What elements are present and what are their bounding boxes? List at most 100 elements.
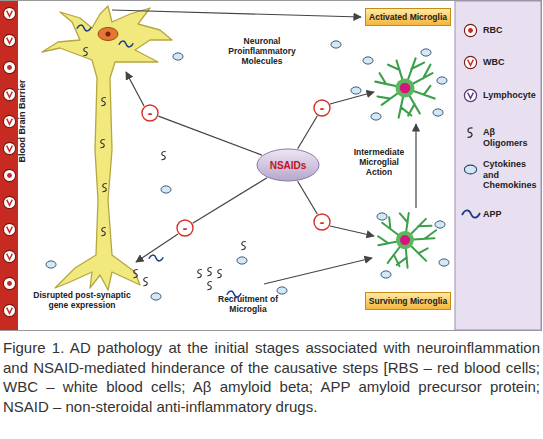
legend-text: APP bbox=[483, 209, 539, 220]
inhibition-circle: - bbox=[313, 213, 331, 231]
app-protein bbox=[77, 25, 91, 31]
connector bbox=[298, 116, 318, 149]
cytokine bbox=[331, 41, 341, 48]
legend-icons bbox=[462, 24, 480, 217]
vessel-wall bbox=[0, 1, 18, 330]
blood-vessel bbox=[0, 1, 18, 330]
neuron-body bbox=[42, 6, 172, 290]
figure-caption: Figure 1. AD pathology at the initial st… bbox=[3, 338, 540, 416]
wbc-cell bbox=[3, 7, 15, 19]
rbc-cell bbox=[3, 277, 15, 289]
ellipse-shape bbox=[257, 149, 319, 181]
neuron-nucleus bbox=[98, 28, 118, 41]
arrows bbox=[112, 10, 416, 284]
cytokines bbox=[46, 41, 449, 300]
node-text: - bbox=[183, 221, 188, 235]
wbc-cell bbox=[3, 304, 15, 316]
effect-label: Disrupted post-synaptic gene expression bbox=[32, 290, 132, 310]
cytokine bbox=[161, 186, 171, 193]
cytokine bbox=[377, 213, 387, 220]
wbc-cell bbox=[3, 142, 15, 154]
ab-oligomer bbox=[101, 98, 105, 106]
legend-ab-icon bbox=[468, 128, 473, 137]
ab-oligomer bbox=[133, 270, 137, 278]
status-box: Surviving Microglia bbox=[365, 292, 451, 310]
ab-oligomer bbox=[101, 228, 105, 236]
ab-oligomer bbox=[143, 278, 147, 286]
neuron bbox=[42, 6, 172, 290]
action-label: Intermediate Microglial Action bbox=[350, 147, 408, 177]
cytokine bbox=[46, 261, 56, 268]
ab-oligomer bbox=[207, 282, 211, 290]
legend-panel bbox=[455, 1, 541, 330]
molecule-label: Neuronal Proinflammatory Molecules bbox=[212, 36, 312, 66]
legend-text: WBC bbox=[483, 57, 539, 68]
ab-oligomer bbox=[241, 242, 245, 250]
ab-oligomer bbox=[197, 270, 201, 278]
barrier-label: Blood Brain Barrier bbox=[17, 66, 27, 176]
status-box: Activated Microglia bbox=[365, 8, 451, 26]
inhibition-arrow bbox=[136, 234, 178, 262]
cytokine bbox=[439, 259, 449, 266]
node-text: - bbox=[148, 106, 153, 120]
cytokine bbox=[371, 113, 381, 120]
inhibition-arrow bbox=[126, 72, 144, 106]
drug-ellipse: NSAIDs bbox=[256, 148, 320, 182]
ab-oligomer bbox=[207, 268, 211, 276]
surviving-microglia-cell bbox=[368, 203, 442, 277]
node-text: Surviving Microglia bbox=[369, 296, 447, 306]
process-label: Recruitment of Microglia bbox=[212, 294, 284, 314]
cytokine bbox=[173, 53, 183, 60]
wbc-cell bbox=[3, 115, 15, 127]
ab-oligomer bbox=[83, 48, 87, 56]
node-text: Activated Microglia bbox=[369, 12, 447, 22]
ab-oligomers bbox=[83, 48, 245, 290]
legend-rbc-icon bbox=[464, 24, 476, 36]
ab-oligomer bbox=[100, 140, 104, 148]
ab-oligomer bbox=[102, 184, 106, 192]
legend-text: Aβ Oligomers bbox=[483, 127, 539, 148]
inhibition-arrow bbox=[330, 226, 374, 236]
connector bbox=[158, 116, 261, 155]
cytokine bbox=[381, 271, 391, 278]
cytokine bbox=[435, 221, 445, 228]
cytokine bbox=[237, 257, 247, 264]
wbc-cell bbox=[3, 34, 15, 46]
recruitment-arrow bbox=[264, 258, 372, 284]
intermediate-arrow bbox=[415, 124, 416, 208]
legend-cytokine-icon bbox=[464, 165, 476, 174]
legend-text: Cytokines and Chemokines bbox=[483, 159, 539, 191]
circle-shape bbox=[314, 214, 330, 230]
cytokine bbox=[151, 293, 161, 300]
legend-wbc-icon bbox=[464, 56, 476, 68]
legend-lymphocyte-icon bbox=[464, 89, 476, 101]
app-proteins bbox=[77, 25, 241, 297]
ab-oligomer bbox=[217, 270, 221, 278]
cytokine bbox=[277, 287, 287, 294]
connector bbox=[298, 181, 318, 214]
cytokine bbox=[421, 49, 431, 56]
circle-shape bbox=[142, 105, 158, 121]
circle-shape bbox=[314, 100, 330, 116]
rbc-cell bbox=[3, 169, 15, 181]
node-text: NSAIDs bbox=[270, 160, 307, 171]
app-protein bbox=[119, 41, 133, 47]
proinflammatory-arrow bbox=[112, 10, 361, 17]
inhibition-arrow bbox=[330, 92, 374, 104]
inhibition-circle: - bbox=[176, 219, 194, 237]
wbc-cell bbox=[3, 196, 15, 208]
figure-frame bbox=[1, 1, 542, 331]
wbc-cell bbox=[3, 250, 15, 262]
wbc-cell bbox=[3, 223, 15, 235]
wbc-cell bbox=[3, 88, 15, 100]
nucleolus bbox=[106, 32, 111, 37]
cytokine bbox=[433, 109, 443, 116]
rbc-cell bbox=[3, 61, 15, 73]
inhibition-circle: - bbox=[313, 99, 331, 117]
legend-text: RBC bbox=[483, 25, 539, 36]
node-text: - bbox=[320, 215, 325, 229]
legend-app-icon bbox=[462, 210, 480, 217]
ab-oligomer bbox=[161, 152, 165, 160]
node-text: - bbox=[320, 101, 325, 115]
